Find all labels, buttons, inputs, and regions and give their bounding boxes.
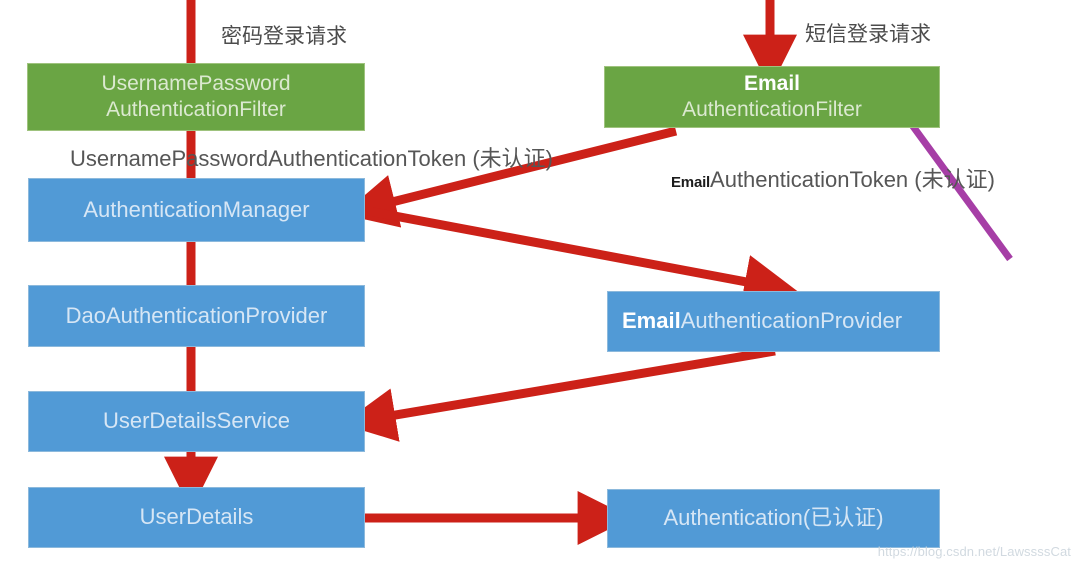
node-line-1: Email xyxy=(743,72,801,96)
node-authentication-authenticated[interactable]: Authentication(已认证) xyxy=(607,489,940,548)
node-user-details-service[interactable]: UserDetailsService xyxy=(28,391,365,452)
arrow-email-filter-to-manager xyxy=(342,126,678,228)
label-rest: AuthenticationToken (未认证) xyxy=(710,167,995,192)
label-prefix: Email xyxy=(671,174,711,191)
node-user-details[interactable]: UserDetails xyxy=(28,487,365,548)
watermark: https://blog.csdn.net/LawssssCat xyxy=(877,544,1071,559)
label-email-authentication-token: EmailAuthenticationToken (未认证) xyxy=(671,162,995,194)
arrow-email-provider-to-user-details-service xyxy=(341,346,776,442)
node-line-1: AuthenticationManager xyxy=(83,196,310,222)
node-line-1: AuthenticationProvider xyxy=(680,308,903,334)
node-email-authentication-provider[interactable]: EmailAuthenticationProvider xyxy=(607,291,940,352)
node-line-1: UserDetailsService xyxy=(102,408,291,434)
node-line-1: UsernamePassword xyxy=(101,72,291,96)
node-authentication-manager[interactable]: AuthenticationManager xyxy=(28,178,365,242)
node-line-2: AuthenticationFilter xyxy=(106,98,286,121)
caption-sms-login-request: 短信登录请求 xyxy=(805,22,931,46)
node-email-authentication-filter[interactable]: Email AuthenticationFilter xyxy=(604,66,940,128)
label-username-password-authentication-token: UsernamePasswordAuthenticationToken (未认证… xyxy=(70,146,553,171)
arrow-manager-to-email-provider xyxy=(367,206,799,309)
node-line-2: AuthenticationFilter xyxy=(682,98,862,121)
node-line-1: Authentication(已认证) xyxy=(663,505,884,531)
node-username-password-authentication-filter[interactable]: UsernamePassword AuthenticationFilter xyxy=(27,63,365,131)
node-dao-authentication-provider[interactable]: DaoAuthenticationProvider xyxy=(28,285,365,347)
node-prefix: Email xyxy=(622,308,681,334)
node-line-1: UserDetails xyxy=(139,504,254,530)
caption-password-login-request: 密码登录请求 xyxy=(221,24,347,48)
node-line-1: DaoAuthenticationProvider xyxy=(65,302,328,328)
